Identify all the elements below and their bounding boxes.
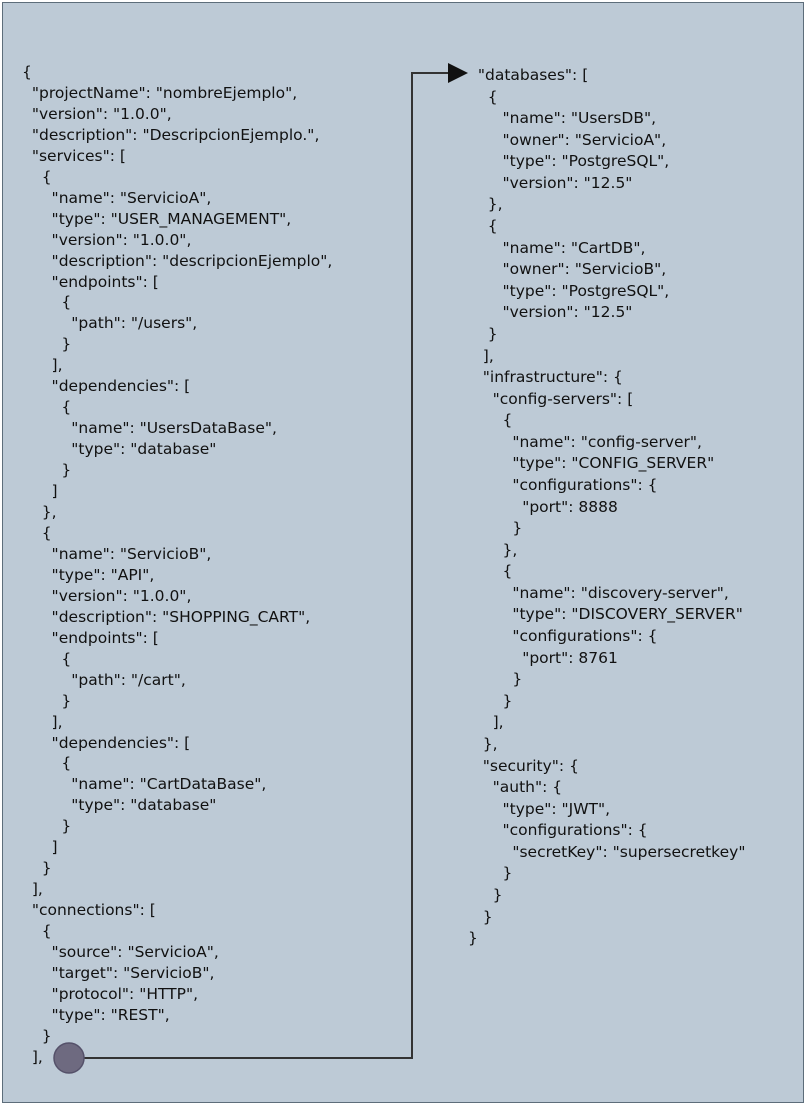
code-line: {	[468, 411, 513, 430]
code-line: {	[468, 562, 513, 581]
code-line: "port": 8761	[468, 648, 618, 667]
code-line: {	[22, 922, 52, 941]
code-line: }	[468, 929, 478, 948]
code-line: "configurations": {	[468, 475, 658, 494]
code-line: {	[22, 754, 72, 773]
code-line: }	[22, 859, 52, 878]
code-line: "path": "/users",	[22, 314, 198, 333]
code-line: "version": "1.0.0",	[22, 586, 192, 605]
code-line: "name": "ServicioB",	[22, 544, 212, 563]
code-line: "services": [	[22, 146, 126, 165]
code-line: "dependencies": [	[22, 733, 191, 752]
code-line: "dependencies": [	[22, 377, 191, 396]
code-line: {	[22, 167, 52, 186]
code-line: ]	[22, 482, 58, 501]
code-line: "secretKey": "supersecretkey"	[468, 842, 746, 861]
code-line: }	[22, 817, 72, 836]
code-line: "name": "ServicioA",	[22, 188, 212, 207]
code-line: "databases": [	[468, 66, 589, 84]
code-line: {	[468, 87, 498, 106]
code-line: "path": "/cart",	[22, 670, 186, 689]
code-line: "type": "CONFIG_SERVER"	[468, 454, 715, 473]
code-line: "name": "UsersDataBase",	[22, 419, 277, 438]
code-line: }	[468, 519, 523, 538]
code-line: }	[468, 691, 513, 710]
code-line: {	[22, 63, 32, 81]
code-line: "endpoints": [	[22, 272, 159, 291]
code-line: "configurations": {	[468, 821, 648, 840]
code-line: },	[468, 195, 503, 214]
code-line: }	[468, 885, 503, 904]
code-line: "type": "REST",	[22, 1005, 170, 1024]
code-line: ]	[22, 838, 58, 857]
code-line: },	[22, 503, 57, 522]
code-line: "type": "DISCOVERY_SERVER"	[468, 605, 743, 624]
code-line: "protocol": "HTTP",	[22, 984, 199, 1003]
code-line: }	[468, 324, 498, 343]
code-line: {	[468, 217, 498, 236]
code-line: "name": "discovery-server",	[468, 583, 729, 602]
code-line: "version": "12.5"	[468, 303, 633, 322]
code-line: }	[22, 691, 72, 710]
code-line: "type": "database"	[22, 796, 217, 815]
code-line: "version": "1.0.0",	[22, 104, 172, 123]
code-line: "version": "1.0.0",	[22, 230, 192, 249]
code-line: ],	[22, 712, 63, 731]
code-line: "name": "UsersDB",	[468, 109, 657, 128]
code-line: }	[468, 907, 493, 926]
code-line: }	[22, 335, 72, 354]
code-line: ],	[22, 1047, 43, 1066]
code-line: "type": "API",	[22, 565, 155, 584]
code-line: ],	[468, 713, 504, 732]
code-line: "name": "config-server",	[468, 432, 702, 451]
code-line: ],	[22, 880, 43, 899]
code-line: }	[22, 461, 72, 480]
code-line: "owner": "ServicioB",	[468, 260, 667, 279]
code-line: },	[468, 734, 498, 753]
code-line: "description": "SHOPPING_CART",	[22, 607, 311, 626]
code-line: "infrastructure": {	[468, 368, 623, 387]
code-line: "type": "database"	[22, 440, 217, 459]
code-line: },	[468, 540, 518, 559]
code-line: "type": "PostgreSQL",	[468, 281, 670, 300]
connector-line	[84, 63, 468, 1059]
code-line: "configurations": {	[468, 627, 658, 646]
code-line: ],	[468, 346, 494, 365]
code-line: "target": "ServicioB",	[22, 963, 215, 982]
code-line: {	[22, 293, 72, 312]
code-line: "description": "descripcionEjemplo",	[22, 251, 333, 270]
json-right-column: "databases": [ { "name": "UsersDB", "own…	[468, 65, 745, 950]
code-line: }	[22, 1026, 52, 1045]
json-left-column: { "projectName": "nombreEjemplo", "versi…	[22, 62, 332, 1068]
code-line: "security": {	[468, 756, 579, 775]
code-line: "name": "CartDB",	[468, 238, 646, 257]
code-line: {	[22, 649, 72, 668]
code-line: "endpoints": [	[22, 628, 159, 647]
code-line: "source": "ServicioA",	[22, 943, 219, 962]
code-line: "auth": {	[468, 778, 563, 797]
code-line: }	[468, 864, 513, 883]
code-line: "description": "DescripcionEjemplo.",	[22, 125, 320, 144]
code-line: "version": "12.5"	[468, 173, 633, 192]
code-line: {	[22, 398, 72, 417]
code-line: }	[468, 670, 523, 689]
code-line: "type": "PostgreSQL",	[468, 152, 670, 171]
code-line: "connections": [	[22, 901, 156, 920]
code-line: "port": 8888	[468, 497, 618, 516]
code-line: "owner": "ServicioA",	[468, 130, 667, 149]
code-line: "type": "JWT",	[468, 799, 611, 818]
code-line: "projectName": "nombreEjemplo",	[22, 83, 298, 102]
connector-start-node	[53, 1042, 85, 1074]
code-line: {	[22, 523, 52, 542]
code-line: "config-servers": [	[468, 389, 634, 408]
code-line: ],	[22, 356, 63, 375]
code-line: "type": "USER_MANAGEMENT",	[22, 209, 292, 228]
code-line: "name": "CartDataBase",	[22, 775, 267, 794]
